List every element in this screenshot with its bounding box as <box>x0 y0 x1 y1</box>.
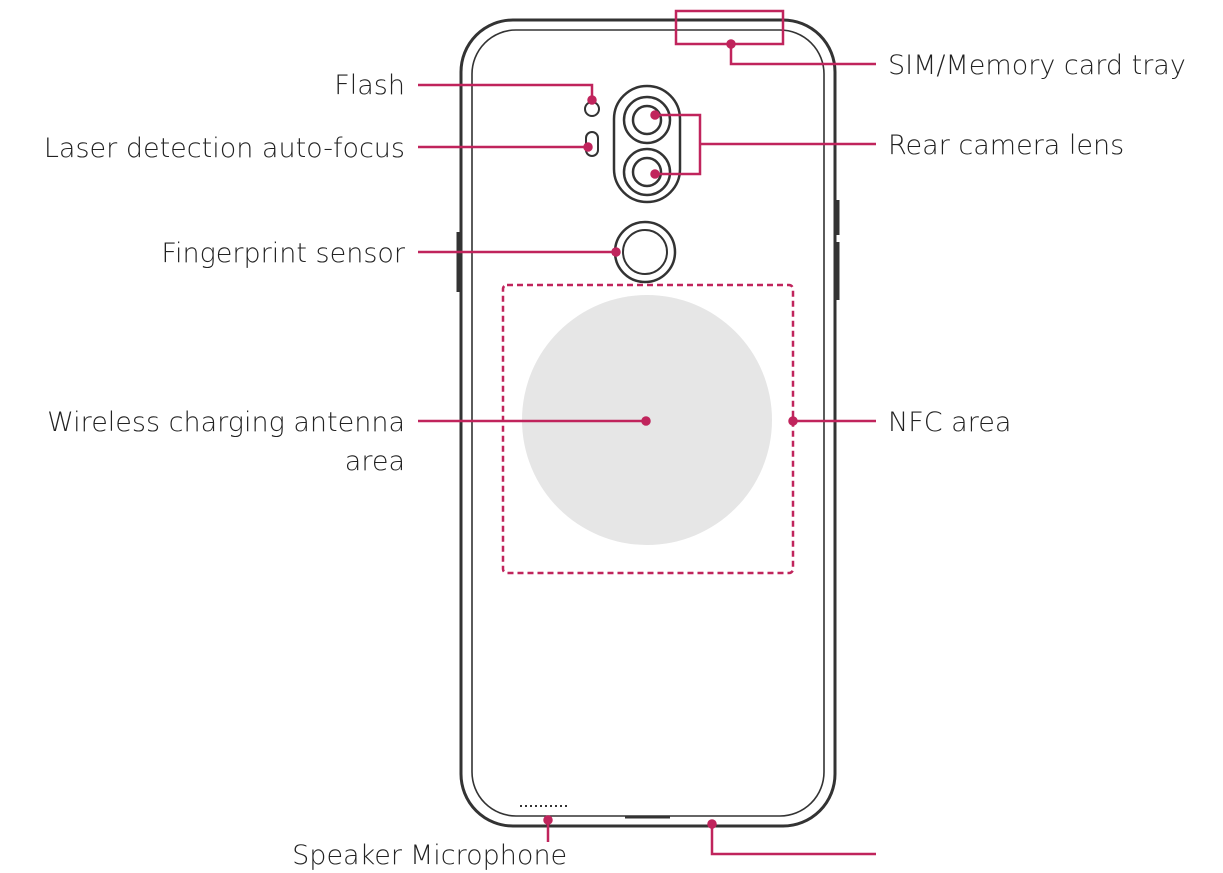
label-fingerprint: Fingerprint sensor <box>161 238 405 269</box>
fingerprint-ring-inner <box>622 229 668 275</box>
camera-lens-top-outer <box>622 95 672 145</box>
labels: Flash Laser detection auto-focus Fingerp… <box>44 50 1186 871</box>
callout-lines <box>418 39 876 856</box>
callout-nfc-dot <box>788 416 798 426</box>
label-rear-camera: Rear camera lens <box>888 130 1124 161</box>
camera-lens-top-inner <box>631 104 663 136</box>
callout-sim-tray-dot <box>726 39 736 49</box>
label-flash: Flash <box>334 70 405 101</box>
phone-body-outer <box>459 18 837 828</box>
callout-bottom-right-dot <box>707 819 717 829</box>
callout-rear-camera-dot-bottom <box>650 169 660 179</box>
callout-laser-af-dot <box>583 142 593 152</box>
camera-lens-bottom-outer <box>622 147 672 197</box>
sim-tray-highlight <box>674 9 785 46</box>
callout-bottom-right <box>710 824 876 856</box>
callout-microphone-dot <box>543 815 553 825</box>
callout-sim-tray <box>729 44 876 66</box>
callout-wireless-dot <box>641 416 651 426</box>
label-wireless-line2: area <box>345 446 405 477</box>
label-laser-af: Laser detection auto-focus <box>44 133 405 164</box>
label-nfc: NFC area <box>888 407 1011 438</box>
label-speaker: Speaker <box>292 840 403 871</box>
callout-rear-camera-dot-top <box>650 110 660 120</box>
nfc-area-outline <box>501 283 795 575</box>
callout-flash-dot <box>587 95 597 105</box>
fingerprint-sensor <box>613 220 677 284</box>
phone-outline <box>456 18 840 828</box>
callout-fingerprint-dot <box>611 247 621 257</box>
label-sim-tray: SIM/Memory card tray <box>888 50 1186 81</box>
camera-housing <box>612 84 682 204</box>
callout-flash <box>418 83 594 100</box>
label-wireless-line1: Wireless charging antenna <box>47 407 405 438</box>
camera-lens-bottom-inner <box>631 156 663 188</box>
label-microphone: Microphone <box>410 840 567 871</box>
camera-module <box>584 84 682 204</box>
